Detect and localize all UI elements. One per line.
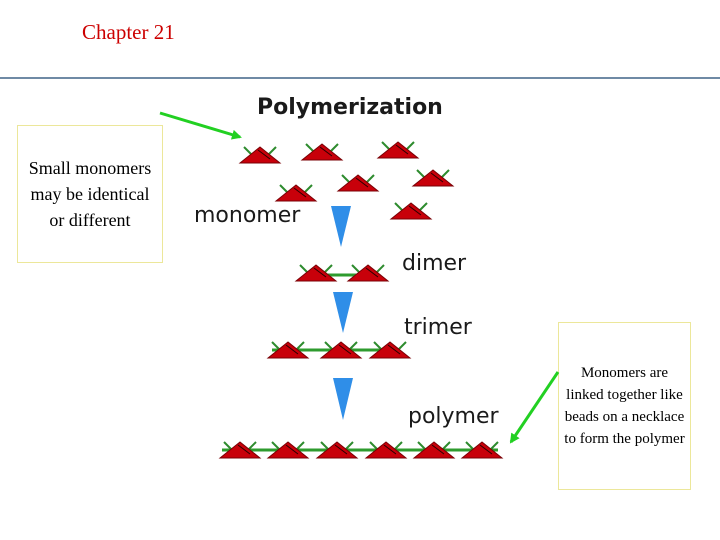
stage-arrow-down-icon [333, 292, 353, 333]
stage-arrow-down-icon [333, 378, 353, 420]
trimer-group [267, 341, 411, 359]
callout-arrow-left-icon [159, 111, 242, 140]
note-small-monomers-text: Small monomers may be identical or diffe… [28, 158, 152, 230]
monomer-bead [390, 202, 432, 220]
trimer-label: trimer [404, 315, 473, 340]
dimer-label: dimer [402, 251, 467, 276]
note-linked-monomers-text: Monomers are linked together like beads … [564, 365, 685, 447]
monomer-bead [239, 146, 281, 164]
monomer-label: monomer [194, 203, 301, 228]
polymer-label: polymer [408, 404, 500, 429]
dimer-bead [295, 264, 337, 282]
callout-arrow-right-icon [509, 371, 560, 444]
note-linked-monomers: Monomers are linked together like beads … [558, 322, 691, 490]
note-small-monomers: Small monomers may be identical or diffe… [17, 125, 163, 263]
stage-arrow-down-icon [331, 206, 351, 247]
diagram-heading: Polymerization [257, 95, 443, 120]
monomer-bead [275, 184, 317, 202]
dimer-bead [347, 264, 389, 282]
slide-title: Chapter 21 [82, 20, 175, 44]
title-divider [0, 77, 720, 79]
monomer-bead [412, 169, 454, 187]
polymer-group [219, 441, 503, 459]
monomer-bead [301, 143, 343, 161]
dimer-group [295, 264, 389, 282]
monomer-bead [337, 174, 379, 192]
monomer-bead [377, 141, 419, 159]
